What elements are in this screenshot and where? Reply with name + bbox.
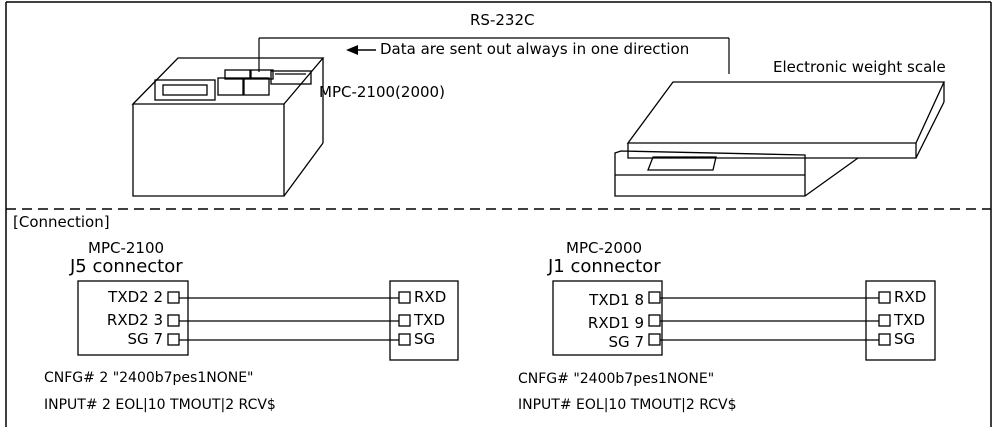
rs232c-link-line: [258, 37, 730, 74]
right-model-label: MPC-2000: [566, 239, 643, 257]
mpc-controller-drawing: [131, 57, 325, 197]
left-pin-label: SG 7: [127, 330, 163, 348]
left-scale-pin-label: TXD: [414, 311, 445, 329]
right-wiring: [552, 280, 936, 361]
right-pin-label: SG 7: [608, 333, 644, 351]
right-pin-label: TXD1 8: [589, 291, 644, 309]
mpc-device-label: MPC-2100(2000): [319, 83, 445, 101]
connection-section-label: [Connection]: [13, 213, 110, 231]
right-connector-label: J1 connector: [548, 256, 661, 277]
right-code-line: CNFG# "2400b7pes1NONE": [518, 371, 715, 387]
left-model-label: MPC-2100: [88, 239, 165, 257]
left-scale-pin-label: SG: [414, 330, 436, 348]
left-pin-label: RXD2 3: [106, 311, 163, 329]
right-scale-pin-label: SG: [894, 330, 916, 348]
scale-device-label: Electronic weight scale: [773, 58, 946, 76]
left-pin-label: TXD2 2: [108, 288, 163, 306]
right-scale-pin-label: RXD: [894, 288, 927, 306]
weight-scale-drawing: [614, 81, 946, 197]
direction-note: Data are sent out always in one directio…: [380, 40, 690, 58]
left-scale-pin-label: RXD: [414, 288, 447, 306]
right-pin-label: RXD1 9: [587, 314, 644, 332]
right-code-line: INPUT# EOL|10 TMOUT|2 RCV$: [518, 397, 737, 413]
left-code-line: INPUT# 2 EOL|10 TMOUT|2 RCV$: [44, 397, 276, 413]
left-wiring: [77, 280, 459, 361]
frame: [5, 1, 992, 427]
left-connector-label: J5 connector: [70, 256, 183, 277]
direction-arrow: [346, 45, 376, 55]
right-scale-pin-label: TXD: [894, 311, 925, 329]
rs232c-label: RS-232C: [470, 11, 535, 29]
left-code-line: CNFG# 2 "2400b7pes1NONE": [44, 370, 254, 386]
